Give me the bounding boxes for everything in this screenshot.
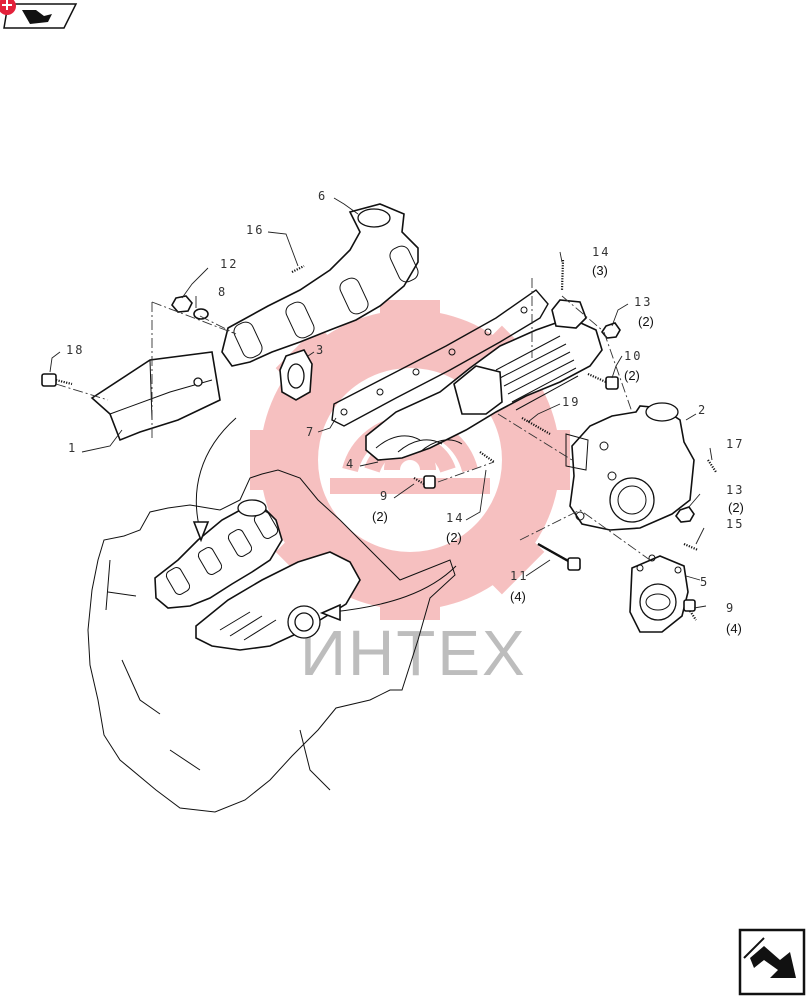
alignment-line-3 — [55, 383, 109, 401]
callout-14-lower: 14 — [446, 511, 464, 525]
egr-housing-top-port — [645, 402, 679, 422]
qty-bolt-9-right: (4) — [726, 621, 742, 636]
alignment-line-4 — [199, 315, 237, 335]
callout-2: 2 — [698, 403, 707, 417]
callout-15: 15 — [726, 517, 744, 531]
leader-lines — [49, 197, 713, 609]
qty-bolt-10: (2) — [624, 368, 640, 383]
stud-part-19 — [521, 417, 551, 435]
callout-16: 16 — [246, 223, 264, 237]
engine-block-outline — [87, 469, 456, 813]
callout-14-top: 14 — [592, 245, 610, 259]
intake-gasket-part-7 — [331, 289, 549, 427]
stud-part-16 — [291, 265, 305, 273]
callout-11: 11 — [510, 569, 528, 583]
callout-17: 17 — [726, 437, 744, 451]
gasket-opening — [287, 363, 305, 389]
stud-part-17 — [707, 459, 717, 473]
egr-housing-bore-inner — [617, 485, 647, 515]
assembly-arrow-1-head — [192, 521, 210, 543]
egr-valve-housing — [569, 405, 695, 531]
callout-9-right: 9 — [726, 601, 735, 615]
callout-5: 5 — [700, 575, 709, 589]
callout-6: 6 — [318, 189, 327, 203]
callout-4: 4 — [346, 457, 355, 471]
washer-part-8 — [193, 308, 209, 320]
heat-shield — [90, 351, 221, 442]
assembled-manifold-ports — [165, 511, 279, 595]
egr-housing-bracket — [565, 433, 589, 471]
stud-part-14-top — [560, 259, 565, 291]
bolt-part-9-left — [413, 475, 436, 489]
nut-part-12 — [171, 295, 193, 313]
callout-7: 7 — [306, 425, 315, 439]
qty-bolt-11: (4) — [510, 589, 526, 604]
assembled-intake-manifold — [195, 551, 361, 651]
plus-badge-icon[interactable] — [0, 0, 16, 15]
heat-shield-hole — [193, 377, 203, 387]
callout-8: 8 — [218, 285, 227, 299]
intake-gasket-holes — [340, 306, 528, 416]
callout-9-left: 9 — [380, 489, 389, 503]
egr-housing-bolt-holes — [575, 441, 617, 521]
assembled-manifold-flange — [237, 499, 267, 517]
callout-1: 1 — [68, 441, 77, 455]
callout-13-top: 13 — [634, 295, 652, 309]
callout-12: 12 — [220, 257, 238, 271]
watermark-text: ИНТЕХ — [300, 617, 527, 689]
exhaust-manifold-ports — [233, 245, 419, 359]
egr-housing-bore — [609, 477, 655, 523]
intake-manifold-riser — [453, 365, 503, 415]
throttle-body-holes — [636, 554, 682, 574]
exhaust-manifold — [221, 203, 419, 367]
qty-bolt-9-left: (2) — [372, 509, 388, 524]
assembled-intake-ribs — [219, 611, 277, 641]
throttle-body-plate — [645, 593, 671, 611]
callout-18: 18 — [66, 343, 84, 357]
alignment-line-6 — [561, 295, 603, 331]
back-arrow-icon[interactable] — [3, 3, 78, 29]
alignment-line-2 — [151, 301, 237, 335]
egr-cooler-fins — [495, 335, 579, 411]
assembly-arrow-2-head — [319, 603, 341, 622]
assembly-arrow-2 — [331, 565, 457, 613]
qty-nut-13-lower: (2) — [728, 500, 744, 515]
throttle-body-bore — [639, 583, 677, 621]
callout-10: 10 — [624, 349, 642, 363]
bolt-part-10 — [587, 372, 619, 390]
qty-stud-14-lower: (2) — [446, 530, 462, 545]
qty-stud-14-top: (3) — [592, 263, 608, 278]
callout-3: 3 — [316, 343, 325, 357]
callout-19: 19 — [562, 395, 580, 409]
bolt-part-9-right — [683, 599, 697, 621]
engine-block-detail — [105, 559, 331, 791]
alignment-line-9 — [437, 461, 495, 483]
alignment-line-8 — [497, 413, 573, 461]
egr-pipe-top — [551, 299, 587, 329]
nut-part-13-top — [601, 322, 621, 339]
bolt-part-18 — [41, 373, 73, 387]
intake-runners — [375, 435, 463, 453]
alignment-line-10 — [519, 509, 651, 561]
exhaust-outlet-flange — [357, 208, 391, 228]
assembled-exhaust-manifold — [154, 505, 283, 609]
stud-part-14-lower — [479, 451, 495, 463]
qty-nut-13-top: (2) — [638, 314, 654, 329]
callout-13-lower: 13 — [726, 483, 744, 497]
alignment-line-7 — [603, 331, 633, 413]
next-page-arrow-icon[interactable] — [738, 928, 806, 996]
bolt-part-11 — [537, 542, 581, 571]
stud-part-15 — [683, 542, 699, 552]
assembly-arrow-1 — [195, 417, 237, 531]
assembled-throttle-bore — [294, 612, 314, 632]
